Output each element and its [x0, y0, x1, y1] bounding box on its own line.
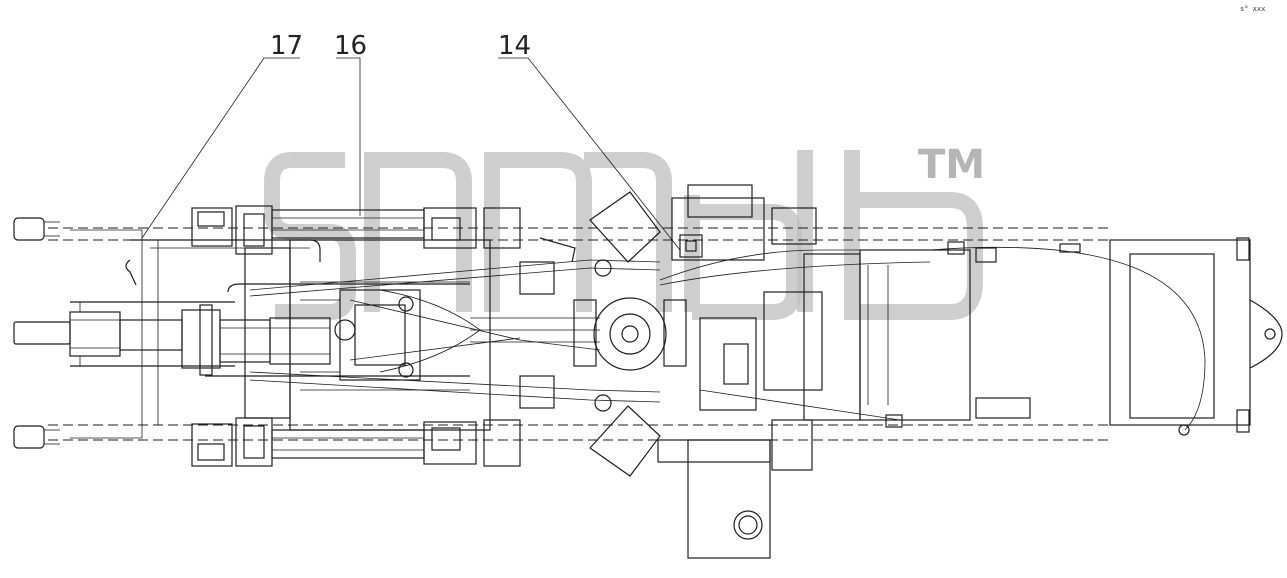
- corner-mark: s° xxx: [1240, 5, 1265, 13]
- fuel-tank: [657, 419, 813, 559]
- control-cab: [671, 184, 861, 421]
- upper-left-outrigger: [191, 205, 521, 255]
- rear-chassis: [859, 237, 1283, 436]
- callout-16: 16: [334, 31, 367, 216]
- callout-label-16: 16: [334, 31, 367, 61]
- frame-outline: [48, 227, 1250, 441]
- callout-14: 14: [498, 31, 681, 251]
- callout-label-14: 14: [498, 31, 531, 61]
- hydraulic-hoses: [125, 239, 931, 421]
- left-track-ends: [13, 217, 60, 449]
- front-body: [244, 239, 491, 431]
- turntable-assembly: [519, 191, 687, 477]
- boom-cylinder: [13, 301, 331, 376]
- callout-label-17: 17: [270, 31, 303, 61]
- watermark: TM: [264, 142, 985, 320]
- callout-17: 17: [141, 31, 303, 239]
- trademark-symbol: TM: [918, 142, 985, 188]
